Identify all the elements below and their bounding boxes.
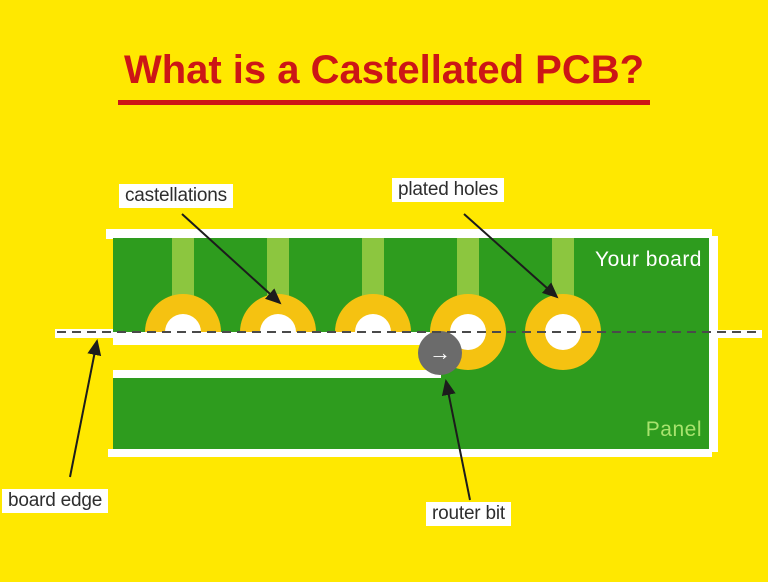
panel-label: Panel [645,418,702,441]
board-edge-label: board edge [2,489,109,513]
router-bit: → [418,331,462,375]
white-fringe-bottom [108,449,712,457]
routed-slot [113,332,441,378]
plated-holes-label: plated holes [392,178,505,202]
copper-trace-3 [362,238,384,310]
pcb-board: → Your board Panel [113,238,709,449]
white-fringe-right [709,236,718,452]
router-direction-arrow-icon: → [429,340,451,365]
white-fringe-top [106,229,712,239]
white-fringe-dash-left [55,329,115,338]
your-board-label: Your board [595,248,702,271]
castellations-label: castellations [119,184,233,208]
page-title: What is a Castellated PCB? [117,48,651,105]
board-edge-arrow [69,339,102,478]
white-fringe-dash-right [714,330,762,338]
drill-hole-5 [545,314,581,350]
plated-hole-pad-5 [525,294,601,370]
router-bit-label: router bit [426,502,511,526]
